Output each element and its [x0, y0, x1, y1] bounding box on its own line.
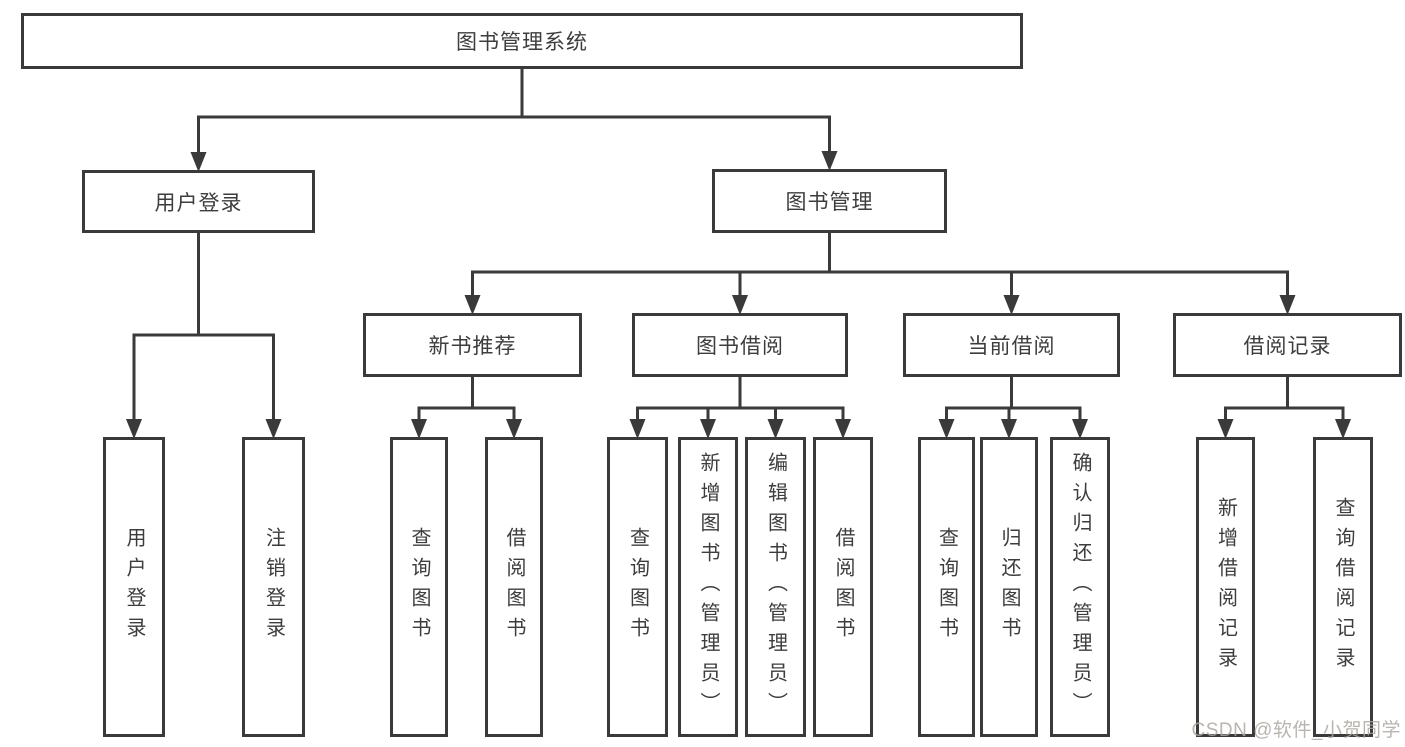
node-bb-add-book: 新增图书（管理员） — [678, 437, 738, 737]
node-bb-query-book: 查询图书 — [607, 437, 668, 737]
node-rec-query-book: 查询图书 — [390, 437, 448, 737]
arrowhead-icon — [190, 152, 207, 172]
node-rec-borrow-book: 借阅图书 — [485, 437, 543, 737]
node-user-login: 用户登录 — [82, 170, 315, 233]
node-logout-leaf: 注销登录 — [242, 437, 305, 737]
arrowhead-icon — [265, 419, 282, 439]
node-label-root: 图书管理系统 — [456, 31, 588, 54]
node-label-cb-query-book: 查询图书 — [935, 527, 958, 647]
node-label-rec-borrow-book: 借阅图书 — [503, 527, 525, 647]
node-label-rec-query-book: 查询图书 — [408, 527, 430, 647]
node-label-br-add-record: 新增借阅记录 — [1214, 497, 1237, 677]
node-br-add-record: 新增借阅记录 — [1196, 437, 1255, 737]
arrowhead-icon — [1335, 419, 1351, 439]
node-label-logout-leaf: 注销登录 — [262, 527, 285, 647]
node-cb-confirm-return: 确认归还（管理员） — [1050, 437, 1110, 737]
node-bb-edit-book: 编辑图书（管理员） — [745, 437, 806, 737]
arrowhead-icon — [821, 151, 838, 171]
node-label-current-borrow: 当前借阅 — [967, 335, 1056, 358]
node-label-br-query-record: 查询借阅记录 — [1332, 497, 1354, 677]
node-label-bb-query-book: 查询图书 — [626, 527, 649, 647]
arrowhead-icon — [629, 419, 646, 439]
arrowhead-icon — [1001, 419, 1017, 439]
node-current-borrow: 当前借阅 — [903, 313, 1120, 377]
arrowhead-icon — [938, 419, 955, 439]
node-label-bb-add-book: 新增图书（管理员） — [697, 452, 719, 722]
node-label-bb-borrow-book: 借阅图书 — [832, 527, 854, 647]
node-login-leaf: 用户登录 — [103, 437, 165, 737]
arrowhead-icon — [767, 419, 784, 439]
arrowhead-icon — [506, 419, 522, 439]
arrowhead-icon — [1003, 295, 1020, 315]
node-label-book-borrow: 图书借阅 — [696, 335, 784, 358]
arrowhead-icon — [1072, 419, 1088, 439]
node-label-cb-confirm-return: 确认归还（管理员） — [1069, 452, 1091, 722]
node-cb-query-book: 查询图书 — [918, 437, 975, 737]
node-label-borrow-record: 借阅记录 — [1243, 335, 1332, 358]
node-book-mgmt: 图书管理 — [712, 169, 947, 233]
node-book-borrow: 图书借阅 — [632, 313, 848, 377]
arrowhead-icon — [411, 419, 427, 439]
node-borrow-record: 借阅记录 — [1173, 313, 1402, 377]
node-label-bb-edit-book: 编辑图书（管理员） — [764, 452, 787, 722]
node-label-user-login: 用户登录 — [154, 191, 243, 215]
node-label-cb-return-book: 归还图书 — [998, 527, 1020, 647]
node-bb-borrow-book: 借阅图书 — [813, 437, 873, 737]
watermark: CSDN @软件_小贺同学 — [1191, 720, 1401, 741]
arrowhead-icon — [1217, 419, 1234, 439]
node-cb-return-book: 归还图书 — [980, 437, 1038, 737]
node-new-book-rec: 新书推荐 — [363, 313, 582, 377]
arrowhead-icon — [1279, 295, 1296, 315]
node-br-query-record: 查询借阅记录 — [1313, 437, 1373, 737]
arrowhead-icon — [835, 419, 851, 439]
arrowhead-icon — [464, 295, 481, 315]
arrowhead-icon — [126, 419, 142, 439]
arrowhead-icon — [732, 295, 748, 315]
arrowhead-icon — [700, 419, 716, 439]
node-label-login-leaf: 用户登录 — [123, 527, 145, 647]
node-root: 图书管理系统 — [21, 13, 1023, 69]
node-label-new-book-rec: 新书推荐 — [428, 335, 517, 358]
node-label-book-mgmt: 图书管理 — [785, 191, 874, 214]
